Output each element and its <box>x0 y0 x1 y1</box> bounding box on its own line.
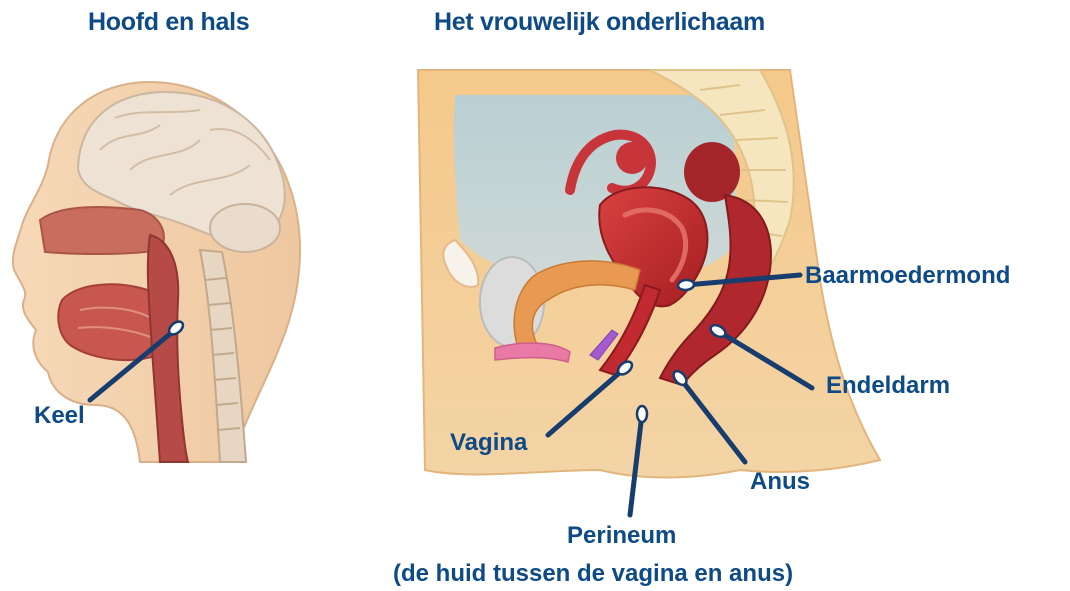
anus-label: Anus <box>750 468 810 496</box>
pelvis-title: Het vrouwelijk onderlichaam <box>434 8 765 37</box>
perineum-pointer-tip <box>637 406 647 422</box>
cerebellum <box>210 204 280 252</box>
vagina-label: Vagina <box>450 429 527 457</box>
colon-loop <box>684 142 740 202</box>
baarmoedermond-pointer-tip <box>678 279 695 290</box>
baarmoedermond-label: Baarmoedermond <box>805 262 1010 290</box>
perineum-label: Perineum <box>567 522 676 550</box>
keel-label: Keel <box>34 402 85 430</box>
ovary <box>616 142 648 174</box>
nasal-cavity <box>40 207 164 254</box>
perineum-note: (de huid tussen de vagina en anus) <box>393 560 793 588</box>
head-title: Hoofd en hals <box>88 8 249 37</box>
endeldarm-label: Endeldarm <box>826 372 950 400</box>
